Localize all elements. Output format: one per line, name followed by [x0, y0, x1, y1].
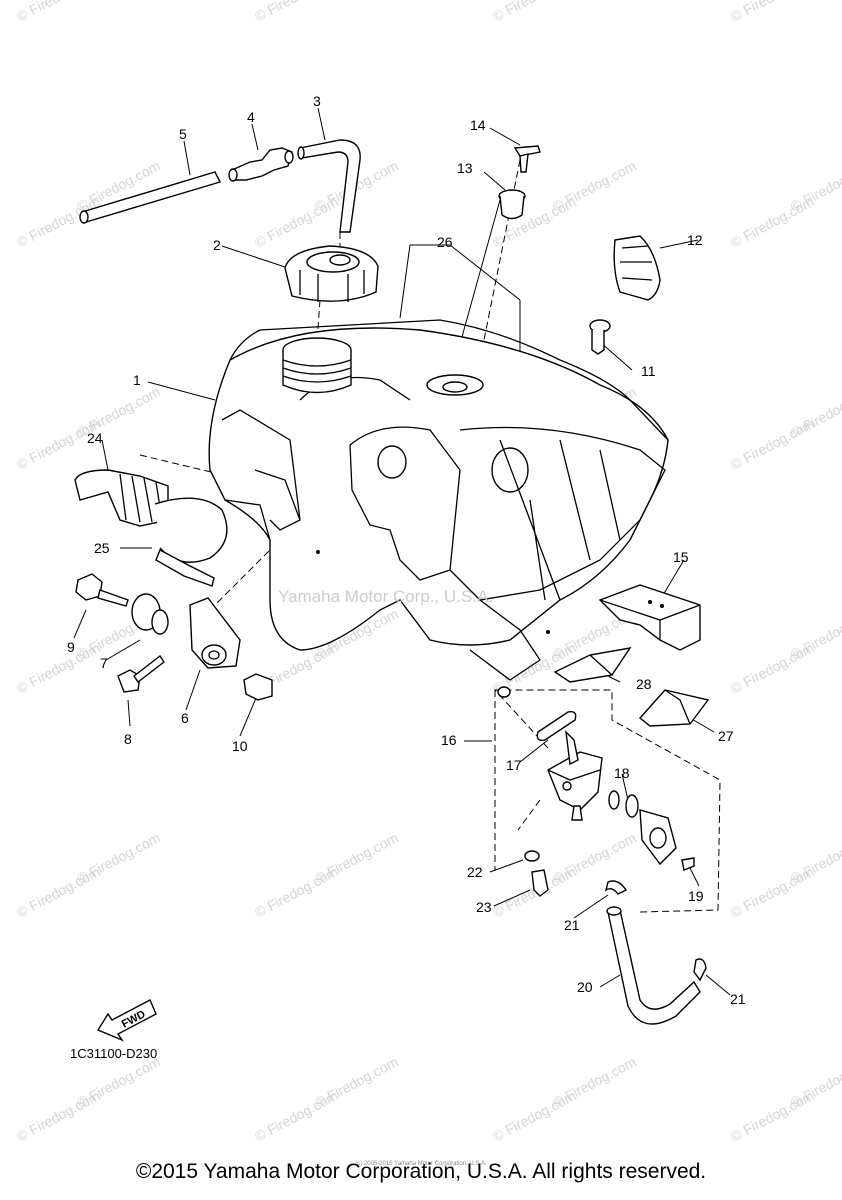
watermark-text: © Firedog.com — [14, 193, 103, 250]
watermark-text: © Firedog.com — [490, 1087, 579, 1144]
vent-hose — [79, 171, 221, 224]
copyright-notice: ©2015 Yamaha Motor Corporation, U.S.A. A… — [135, 1160, 707, 1183]
watermark-center: Yamaha Motor Corp., U.S.A. — [278, 587, 493, 606]
breather-hose — [297, 139, 361, 233]
bolt-9 — [75, 573, 129, 607]
watermark-text: © Firedog.com — [728, 415, 817, 472]
bolt-8 — [117, 654, 165, 693]
fuel-tank — [208, 319, 669, 681]
clip-12 — [613, 235, 661, 301]
watermark-text: © Firedog.com — [14, 639, 103, 696]
watermark-text: © Firedog.com — [728, 863, 817, 920]
protector-24 — [74, 469, 169, 527]
screw-14 — [513, 145, 541, 173]
watermark-text: © Firedog.com — [252, 863, 341, 920]
callout-5: 5 — [179, 126, 187, 142]
callout-16: 16 — [441, 732, 457, 748]
callout-15: 15 — [673, 549, 689, 565]
watermark-text: © Firedog.com — [728, 0, 817, 25]
bracket-6 — [189, 597, 241, 669]
callout-21: 21 — [564, 917, 580, 933]
callout-18: 18 — [614, 765, 630, 781]
damper-7 — [131, 593, 169, 635]
callout-7: 7 — [100, 655, 108, 671]
callout-9: 9 — [67, 639, 75, 655]
fuel-cap — [284, 245, 379, 302]
callout-6: 6 — [181, 710, 189, 726]
callout-21: 21 — [730, 991, 746, 1007]
callout-23: 23 — [476, 899, 492, 915]
damper-15 — [598, 584, 701, 651]
watermark-text: © Firedog.com — [252, 0, 341, 25]
callout-12: 12 — [687, 232, 703, 248]
callout-10: 10 — [232, 738, 248, 754]
callout-25: 25 — [94, 540, 110, 556]
pad-28 — [553, 647, 632, 683]
callout-11: 11 — [641, 363, 656, 379]
screw-23 — [531, 869, 549, 897]
watermark-text: © Firedog.com — [490, 0, 579, 25]
fuel-hose-20 — [606, 906, 701, 1025]
callout-1: 1 — [133, 372, 141, 388]
watermark-text: © Firedog.com — [728, 193, 817, 250]
callout-17: 17 — [506, 757, 522, 773]
callout-14: 14 — [470, 117, 486, 133]
band-25 — [154, 497, 228, 587]
callout-13: 13 — [457, 160, 473, 176]
callout-22: 22 — [467, 864, 483, 880]
watermark-text: © Firedog.com — [14, 863, 103, 920]
watermark-text: © Firedog.com — [252, 1087, 341, 1144]
watermark-text: © Firedog.com — [14, 0, 103, 25]
watermark-text: © Firedog.com — [14, 1087, 103, 1144]
callout-26: 26 — [437, 234, 453, 250]
fwd-label: FWD — [120, 1008, 148, 1030]
clamp-21b — [693, 958, 707, 982]
grommet-13 — [498, 189, 526, 220]
fwd-arrow: FWD — [96, 999, 157, 1042]
collar-10 — [243, 673, 273, 701]
part-code: 1C31100-D230 — [70, 1046, 157, 1061]
callout-4: 4 — [247, 109, 255, 125]
watermark-text: © Firedog.com — [728, 1087, 817, 1144]
watermark-text: © Firedog.com — [252, 193, 341, 250]
callout-19: 19 — [688, 888, 704, 904]
pad-27 — [638, 689, 710, 727]
fuel-cock — [497, 686, 695, 871]
small-copyright: (c) 2005-2015 Yamaha Motor Corporation, … — [355, 1161, 487, 1167]
callout-3: 3 — [313, 93, 321, 109]
callout-27: 27 — [718, 728, 734, 744]
clamp-21 — [604, 880, 628, 895]
callout-8: 8 — [124, 731, 132, 747]
washer-22 — [524, 850, 540, 862]
bolt-11 — [589, 319, 611, 355]
callout-28: 28 — [636, 676, 652, 692]
callout-24: 24 — [87, 430, 103, 446]
check-valve — [228, 147, 294, 182]
callout-20: 20 — [577, 979, 593, 995]
watermark-text: © Firedog.com — [728, 639, 817, 696]
callout-2: 2 — [213, 237, 221, 253]
